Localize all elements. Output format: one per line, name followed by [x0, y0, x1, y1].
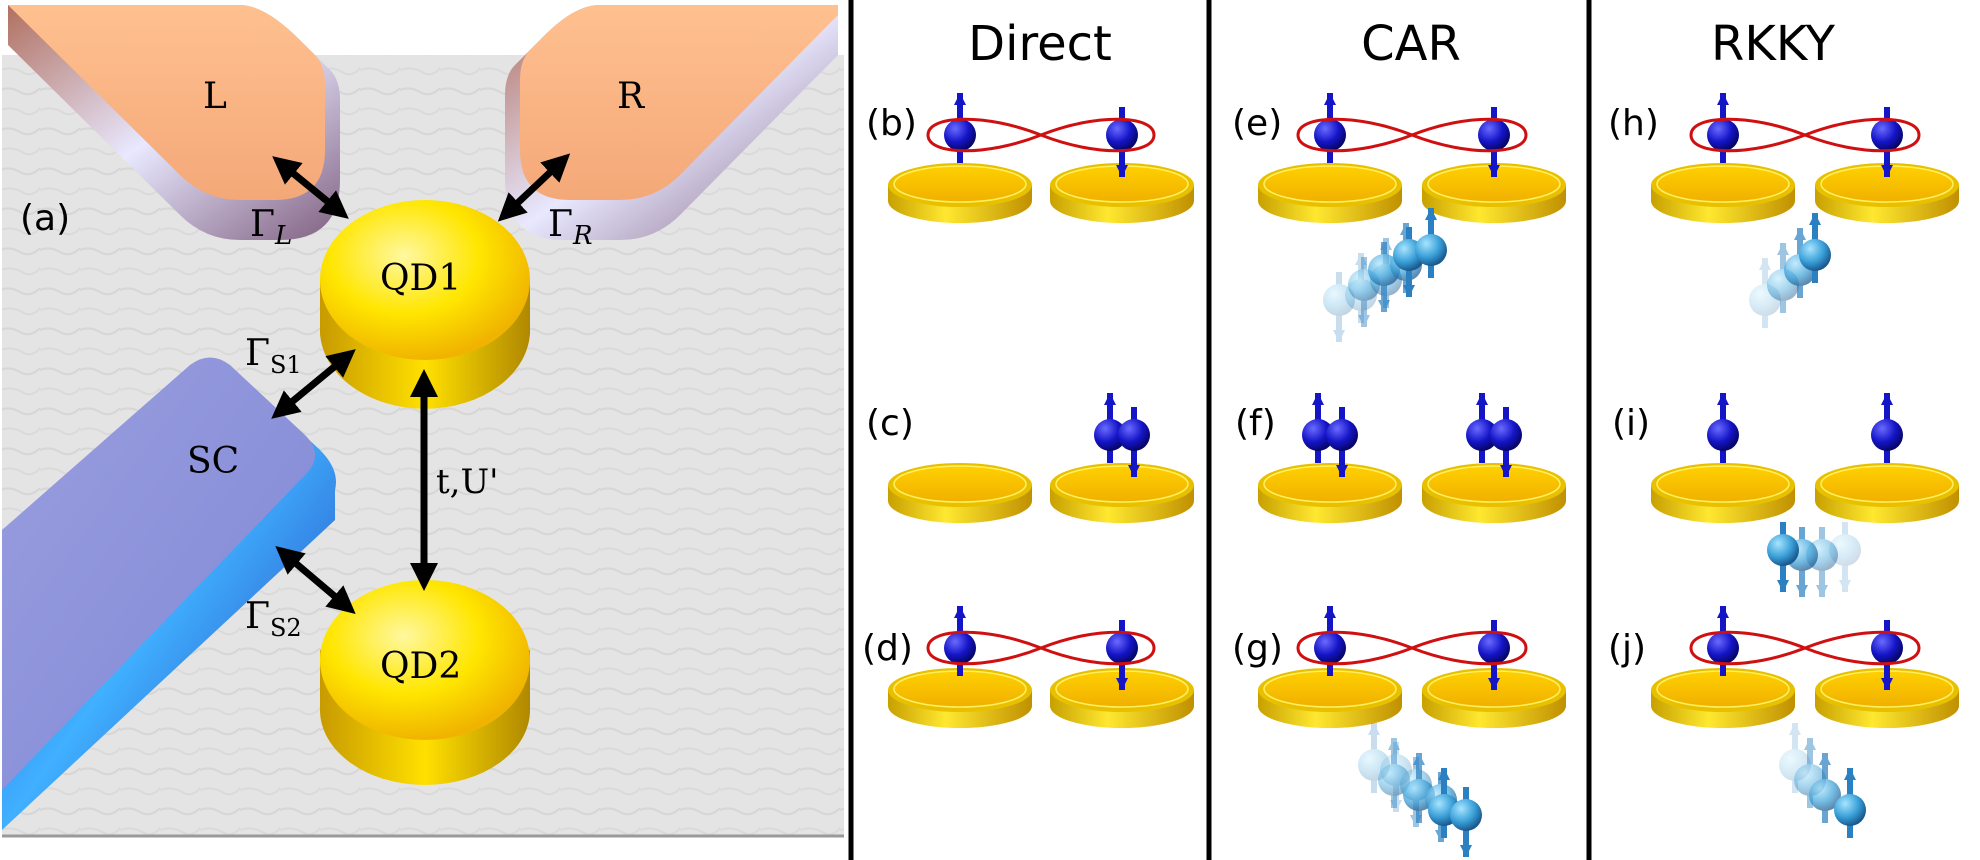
- superconductor: [2, 357, 336, 830]
- interdot-label: t,U': [436, 462, 498, 502]
- spin: [1314, 93, 1346, 163]
- label-e: (e): [1232, 103, 1282, 144]
- dot-disk: [1050, 668, 1194, 728]
- label-d: (d): [862, 628, 913, 669]
- dot-disk: [1258, 163, 1402, 223]
- gamma-s1-label: ΓS1: [245, 333, 302, 379]
- spin: [1094, 393, 1126, 463]
- entanglement-loop: [1689, 630, 1921, 666]
- dot-disk: [888, 668, 1032, 728]
- label-i: (i): [1612, 403, 1650, 444]
- dot-disk: [1422, 163, 1566, 223]
- label-g: (g): [1232, 628, 1283, 669]
- gamma-s2-label: ΓS2: [245, 596, 302, 642]
- quantum-dot-2: [320, 580, 530, 785]
- dot1-label: QD1: [380, 258, 461, 299]
- gamma-l-label: ΓL: [250, 204, 292, 251]
- lead-left-label: L: [203, 76, 227, 117]
- dot-disk: [1258, 463, 1402, 523]
- spin: [1871, 393, 1903, 463]
- column-title-direct: Direct: [968, 16, 1112, 72]
- quantum-dot-1: [320, 200, 530, 409]
- spin: [1707, 393, 1739, 463]
- dot-disk: [1050, 163, 1194, 223]
- spin: [1314, 606, 1346, 676]
- spin: [1326, 407, 1358, 477]
- dot-disk: [1651, 463, 1795, 523]
- dot2-label: QD2: [380, 646, 461, 687]
- spin: [1834, 768, 1866, 838]
- arrow-gamma-l: [272, 156, 349, 219]
- label-h: (h): [1608, 103, 1659, 144]
- dot-disk: [1651, 668, 1795, 728]
- spin: [1767, 522, 1799, 592]
- spin: [1707, 93, 1739, 163]
- process-diagrams: [888, 93, 1959, 857]
- spin: [1415, 208, 1447, 278]
- column-title-car: CAR: [1361, 16, 1461, 72]
- spin: [1302, 393, 1334, 463]
- entanglement-loop: [926, 117, 1156, 153]
- entanglement-loop: [1296, 630, 1528, 666]
- spin: [1466, 393, 1498, 463]
- entanglement-loop: [1689, 117, 1921, 153]
- spin: [1450, 787, 1482, 857]
- spin: [944, 93, 976, 163]
- spin: [1490, 407, 1522, 477]
- spin: [1118, 407, 1150, 477]
- arrow-gamma-s1: [271, 349, 356, 419]
- label-j: (j): [1608, 628, 1646, 669]
- entanglement-loop: [926, 630, 1156, 666]
- entanglement-loop: [1296, 117, 1528, 153]
- arrow-gamma-s2: [275, 545, 356, 615]
- dot-disk: [888, 163, 1032, 223]
- gamma-r-label: ΓR: [548, 204, 593, 251]
- arrow-gamma-r: [497, 153, 571, 222]
- label-b: (b): [866, 103, 917, 144]
- spin: [944, 606, 976, 676]
- dot-disk: [1651, 163, 1795, 223]
- spin: [1707, 606, 1739, 676]
- column-dividers: [848, 0, 1592, 860]
- lead-right: [505, 5, 838, 240]
- dot-disk: [1050, 463, 1194, 523]
- coupling-arrows: [271, 153, 571, 615]
- dot-disk: [888, 463, 1032, 523]
- dot-disk: [1815, 463, 1959, 523]
- label-f: (f): [1235, 403, 1276, 444]
- dot-disk: [1258, 668, 1402, 728]
- spin: [1323, 272, 1355, 342]
- lead-right-label: R: [617, 76, 645, 117]
- spin: [1799, 213, 1831, 283]
- column-title-rkky: RKKY: [1711, 16, 1836, 72]
- panel-a-label: (a): [20, 198, 70, 239]
- dot-disk: [1422, 463, 1566, 523]
- lead-left: [8, 5, 340, 240]
- spin: [1428, 768, 1460, 838]
- label-c: (c): [866, 403, 914, 444]
- spin: [1809, 753, 1841, 823]
- panel-a: (a) L R SC QD1 QD2 ΓL ΓR ΓS1 ΓS2 t,U': [2, 5, 844, 838]
- dot-disk: [1815, 163, 1959, 223]
- superconductor-label: SC: [187, 441, 239, 482]
